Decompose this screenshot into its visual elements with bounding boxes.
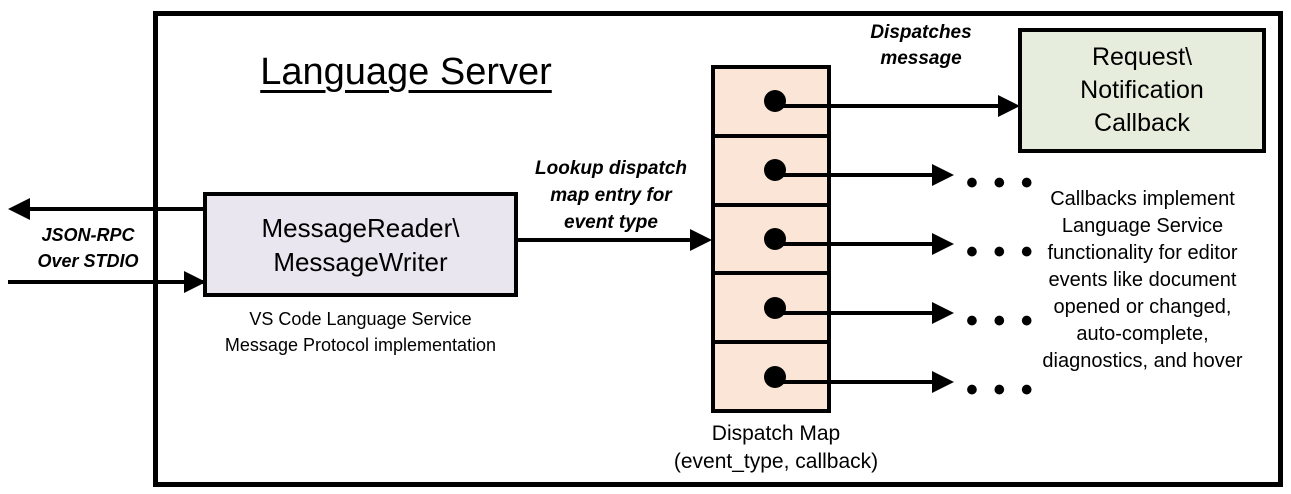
callback-pointer-dot	[764, 90, 786, 113]
message-reader-writer-label: MessageReader\ MessageWriter	[261, 212, 460, 277]
callback-edge-line	[770, 173, 935, 177]
language-server-container	[153, 11, 1283, 487]
lookup-dispatch-line	[518, 238, 693, 242]
callback-description: Callbacks implement Language Service fun…	[1042, 188, 1243, 372]
dispatch-map-row[interactable]	[715, 275, 827, 345]
callback-pointer-dot	[764, 227, 786, 250]
callback-edge-arrow	[932, 371, 954, 393]
dispatch-map-row[interactable]	[715, 344, 827, 409]
message-reader-writer-caption: VS Code Language Service Message Protoco…	[224, 309, 497, 355]
request-notification-callback-box[interactable]: Request\ Notification Callback	[1018, 28, 1266, 153]
incoming-message-arrow	[184, 271, 206, 293]
callback-ellipsis: • • •	[966, 371, 1036, 409]
outgoing-message-line	[30, 207, 208, 211]
dispatch-message-label: Dispatches message	[870, 22, 972, 69]
dispatch-map-row[interactable]	[715, 207, 827, 276]
dispatch-message-line	[770, 104, 1002, 108]
callback-edge-arrow	[932, 302, 954, 324]
lookup-dispatch-arrow	[690, 229, 712, 251]
callback-edge-line	[770, 380, 935, 384]
callback-pointer-dot	[764, 296, 786, 319]
page-title: Language Server	[260, 51, 552, 93]
callback-edge-line	[770, 311, 935, 315]
dispatch-message-arrow	[998, 95, 1020, 117]
lookup-dispatch-label: Lookup dispatch map entry for event type	[535, 158, 687, 233]
incoming-message-line	[8, 280, 206, 284]
callback-edge-arrow	[932, 164, 954, 186]
dispatch-map-caption: Dispatch Map (event_type, callback)	[673, 422, 879, 473]
message-reader-writer-box[interactable]: MessageReader\ MessageWriter	[203, 192, 518, 297]
jsonrpc-transport-label: JSON-RPC Over STDIO	[37, 225, 139, 271]
callback-pointer-dot	[764, 365, 786, 388]
callback-edge-line	[770, 242, 935, 246]
request-notification-callback-label: Request\ Notification Callback	[1080, 43, 1204, 137]
outgoing-message-arrow	[8, 198, 30, 220]
dispatch-map-table[interactable]	[711, 65, 831, 413]
callback-pointer-dot	[764, 159, 786, 182]
callback-edge-arrow	[932, 233, 954, 255]
